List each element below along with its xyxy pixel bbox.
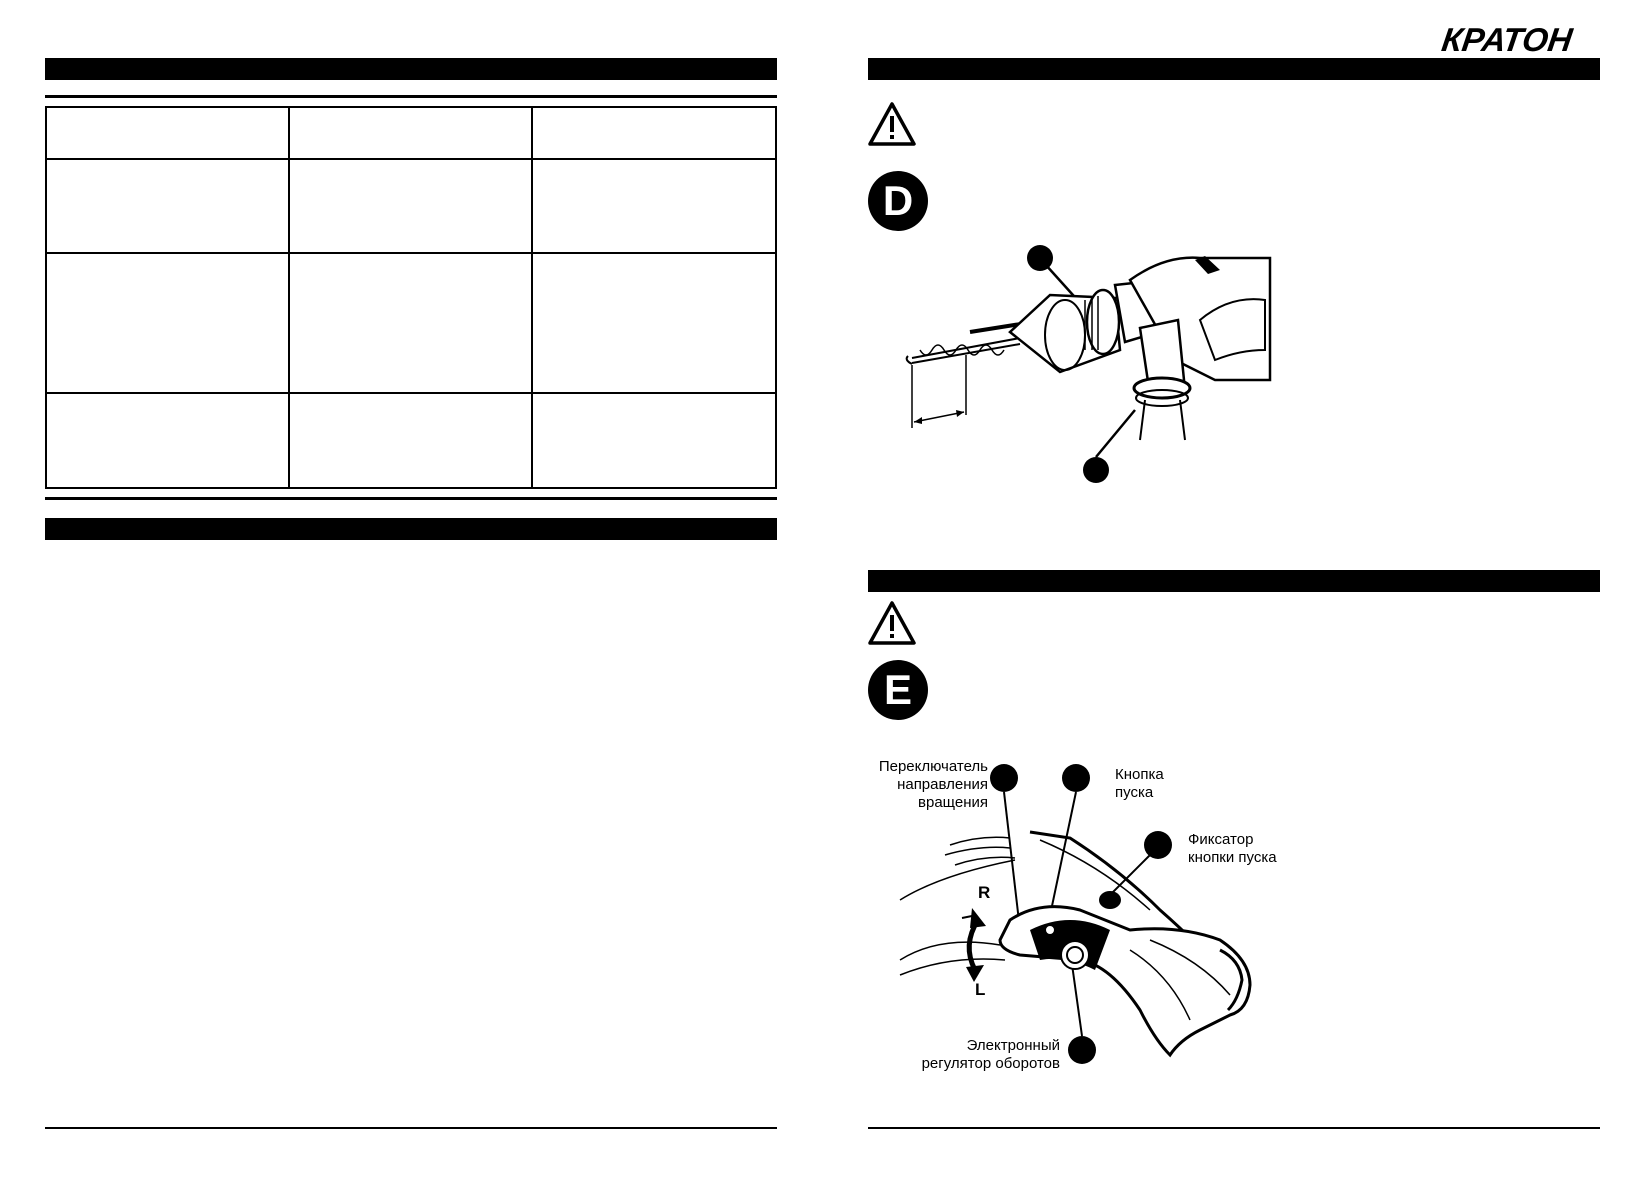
figure-d-letter: D xyxy=(882,177,914,224)
table-cell xyxy=(531,252,777,394)
right-section-header-bar xyxy=(868,58,1600,80)
callout-marker-2 xyxy=(1083,457,1109,483)
table-cell xyxy=(288,106,534,160)
table-cell xyxy=(288,252,534,394)
table-cell xyxy=(288,392,534,489)
button-lock-label: Фиксатор кнопки пуска xyxy=(1188,831,1277,866)
direction-left-label: L xyxy=(975,980,986,999)
table-cell xyxy=(44,158,291,254)
direction-right-label: R xyxy=(978,883,991,902)
table-row xyxy=(44,106,777,160)
table-row xyxy=(44,252,777,394)
table-cell xyxy=(531,392,777,489)
warning-triangle-icon xyxy=(868,601,916,645)
figure-d-badge: D xyxy=(868,171,928,231)
left-section-header-bar-2 xyxy=(45,518,777,540)
figure-e-letter: E xyxy=(883,666,912,713)
speed-regulator-label: Электронный регулятор оборотов xyxy=(921,1037,1060,1072)
table-cell xyxy=(288,158,534,254)
left-rule-bottom xyxy=(45,497,777,500)
callout-marker-switch xyxy=(990,764,1018,792)
left-footer-rule xyxy=(45,1127,777,1129)
table-row xyxy=(44,158,777,254)
left-rule-top xyxy=(45,95,777,98)
callout-marker-regulator xyxy=(1068,1036,1096,1064)
callout-marker-start xyxy=(1062,764,1090,792)
callout-marker-lock xyxy=(1144,831,1172,859)
table-row xyxy=(44,392,777,489)
left-section-header-bar xyxy=(45,58,777,80)
direction-switch-label: Переключатель направления вращения xyxy=(878,758,988,811)
table-cell xyxy=(44,392,291,489)
brand-logo: КРАТОН xyxy=(1439,21,1575,58)
table-cell xyxy=(44,106,291,160)
table-cell xyxy=(44,252,291,394)
start-button-label: Кнопка пуска xyxy=(1115,766,1164,801)
figure-e-badge: E xyxy=(868,660,928,720)
right-footer-rule xyxy=(868,1127,1600,1129)
spec-table xyxy=(44,106,777,489)
table-cell xyxy=(531,106,777,160)
right-section-header-bar-2 xyxy=(868,570,1600,592)
drill-depth-stop-illustration xyxy=(905,245,1272,483)
drill-controls-illustration xyxy=(899,764,1252,1064)
table-cell xyxy=(531,158,777,254)
warning-triangle-icon xyxy=(868,102,916,146)
